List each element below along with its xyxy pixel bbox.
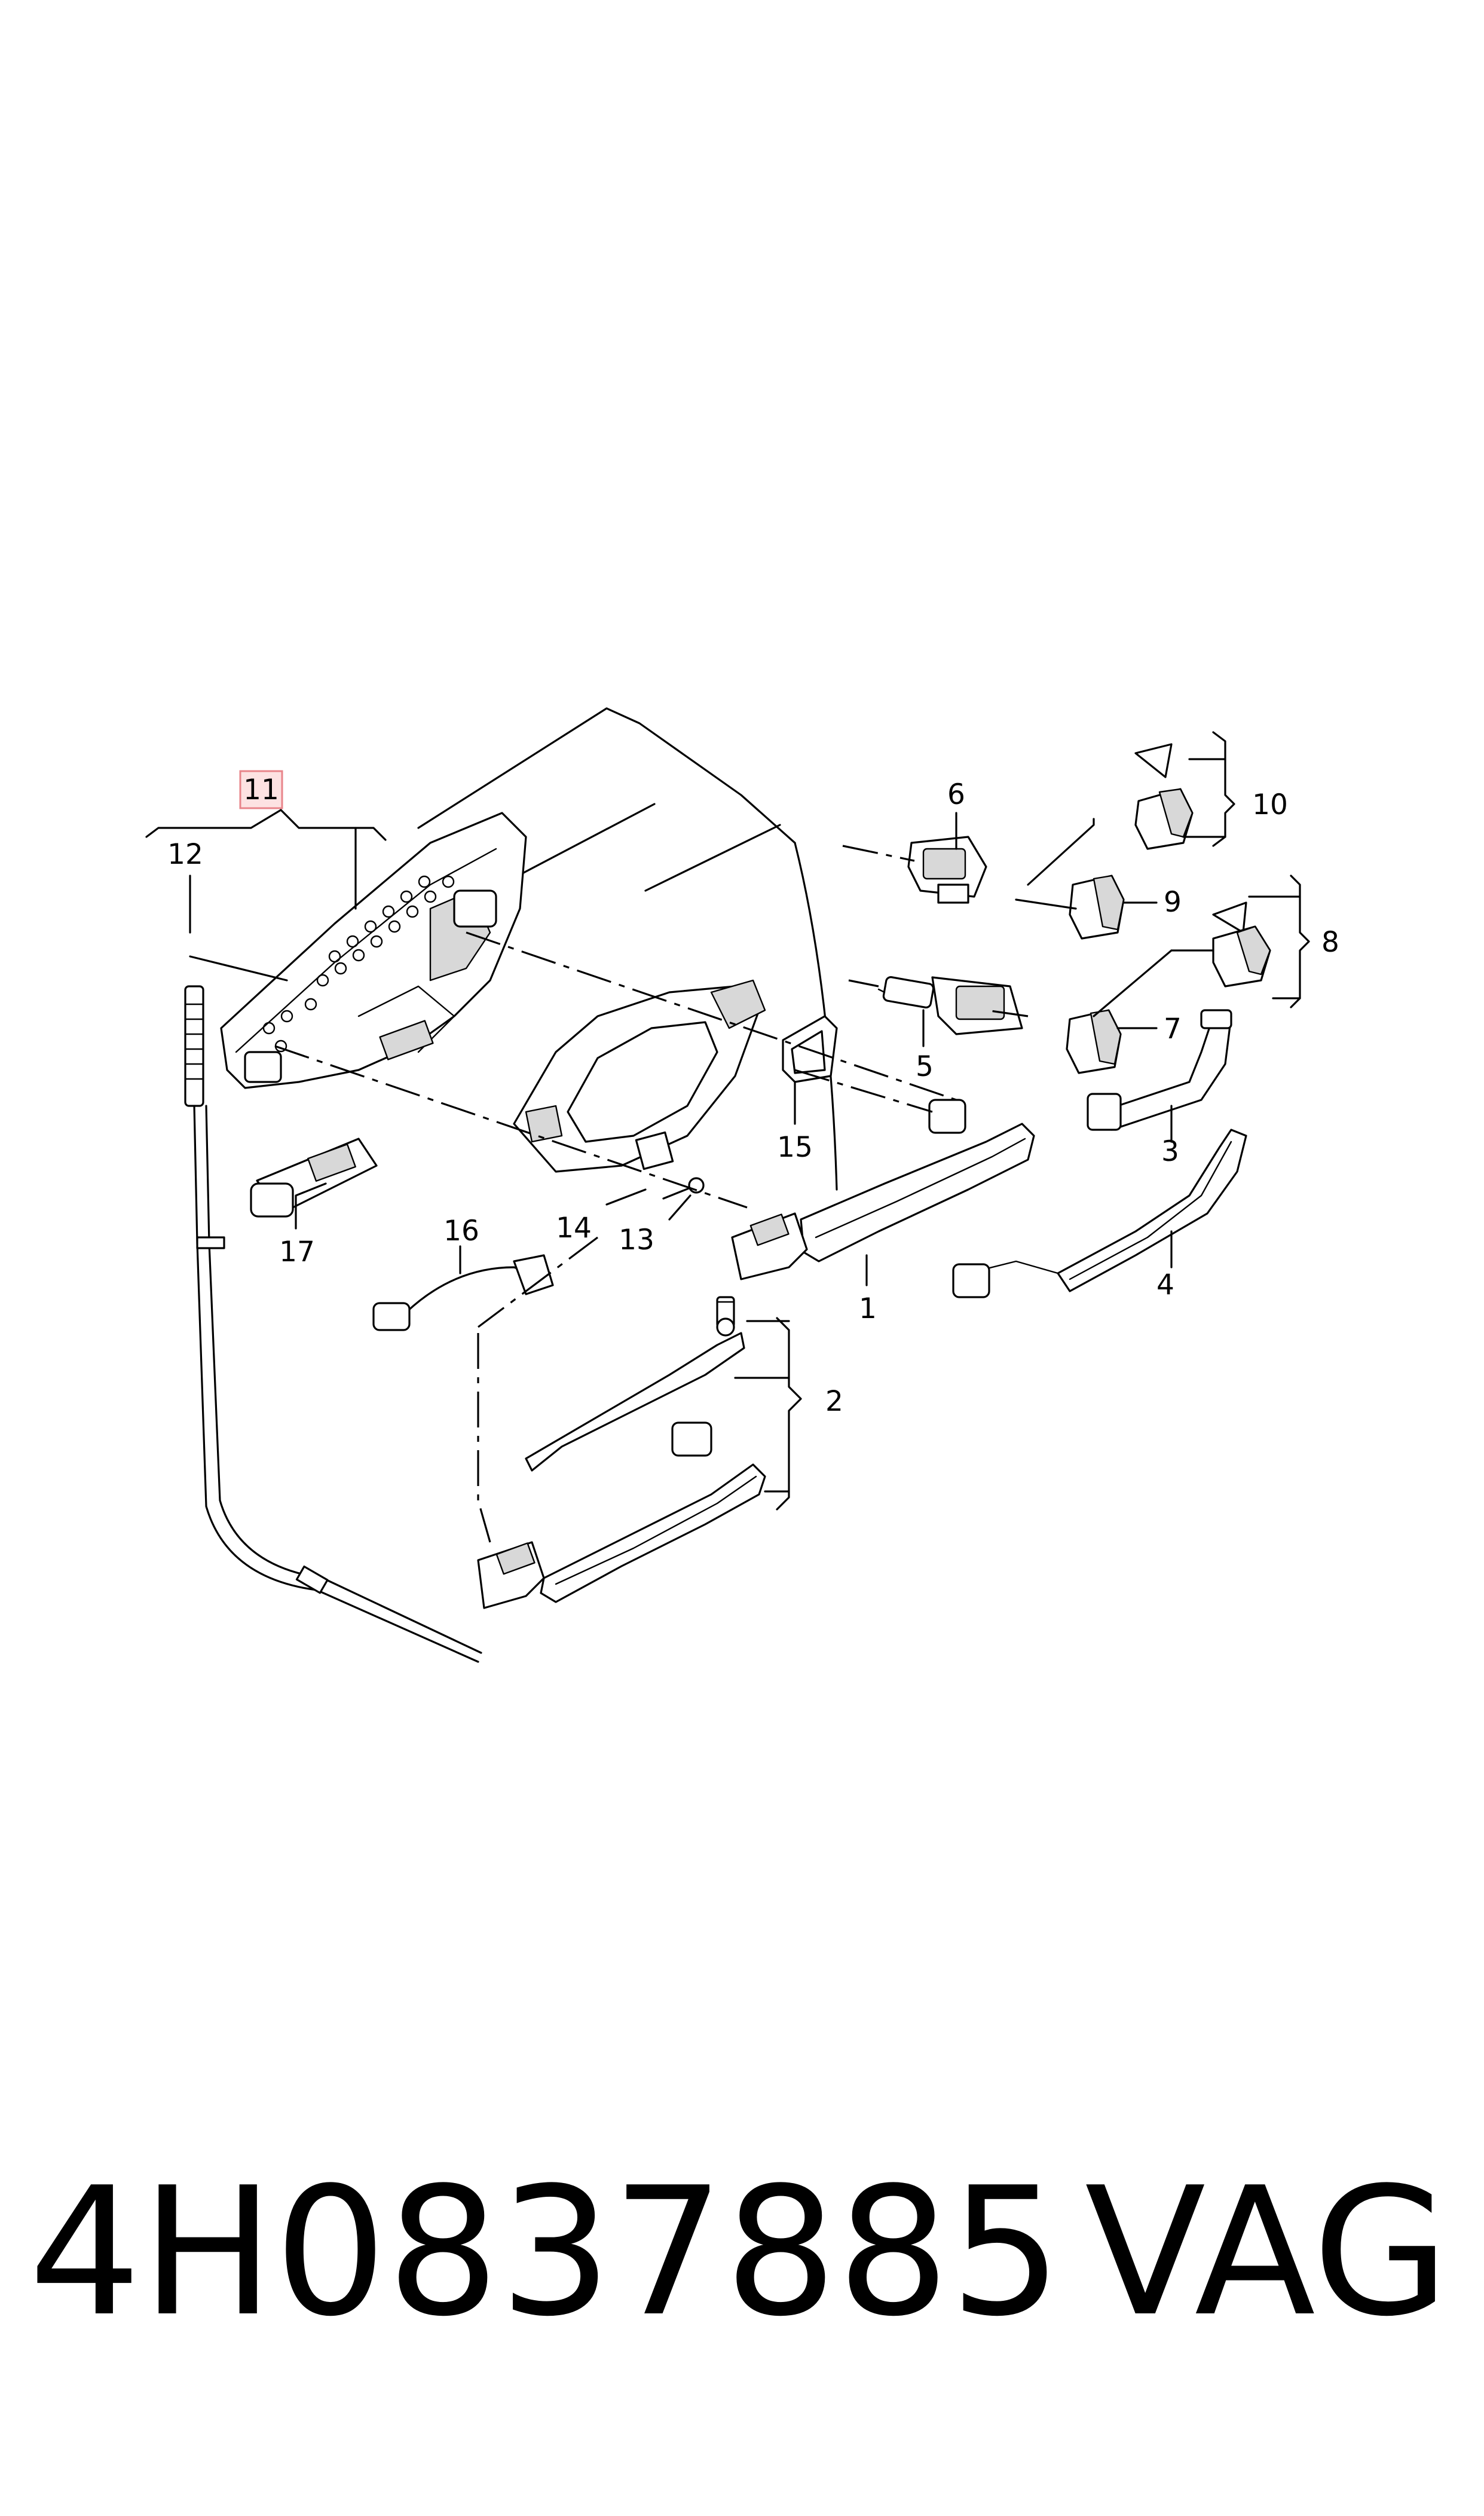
- callout-4: 4: [1156, 1268, 1174, 1301]
- callout-7: 7: [1164, 1013, 1182, 1045]
- callout-11: 11: [243, 774, 279, 806]
- callout-11-highlight: [239, 770, 283, 809]
- part-7-cap: [1066, 1009, 1122, 1074]
- part-4-sensor-handle: [952, 1129, 1247, 1298]
- callout-15: 15: [777, 1131, 813, 1164]
- callout-9: 9: [1164, 886, 1182, 919]
- leader-lines: [145, 731, 1310, 1511]
- callout-13: 13: [619, 1224, 654, 1257]
- part-14-trim-frame: [513, 979, 766, 1173]
- callout-6: 6: [947, 778, 965, 811]
- part-9-cap: [1069, 875, 1125, 940]
- callout-17: 17: [279, 1236, 315, 1268]
- callout-labels: 11 12 17 16 14 13 15 1 5 6 7 9 10 8 3 4 …: [167, 770, 1339, 1418]
- part-3-handle-cover: [1087, 1009, 1232, 1131]
- part-6-lock-housing: [907, 836, 987, 904]
- callout-5: 5: [916, 1050, 934, 1083]
- part-1-door-handle: [731, 1099, 1035, 1280]
- part-8-caps: [1212, 901, 1271, 988]
- part-2-handle-assembly: [477, 1296, 766, 1609]
- part-12-bowden-cable: [184, 985, 482, 1663]
- callout-16: 16: [443, 1215, 479, 1248]
- carrier-perforations: [262, 875, 455, 1053]
- part-16-sensor-wire: [372, 1254, 554, 1331]
- callout-3: 3: [1161, 1135, 1179, 1168]
- callout-2: 2: [825, 1385, 843, 1418]
- callout-14: 14: [556, 1212, 592, 1245]
- part-5-lock-cylinder: [877, 976, 1023, 1035]
- callout-12: 12: [167, 838, 203, 871]
- part-17-connector: [250, 1138, 378, 1218]
- callout-8: 8: [1321, 926, 1339, 959]
- callout-1: 1: [859, 1292, 877, 1325]
- part-11-handle-carrier: [220, 812, 527, 1089]
- assembly-lines: [274, 845, 1029, 1543]
- callout-10: 10: [1252, 788, 1288, 821]
- brand-name: VAG: [1085, 2149, 1450, 2355]
- part-number: 4H0837885: [29, 2149, 1063, 2355]
- part-10-caps: [1134, 743, 1194, 850]
- exploded-parts-diagram: 11 12 17 16 14 13 15 1 5 6 7 9 10 8 3 4 …: [145, 707, 1339, 1663]
